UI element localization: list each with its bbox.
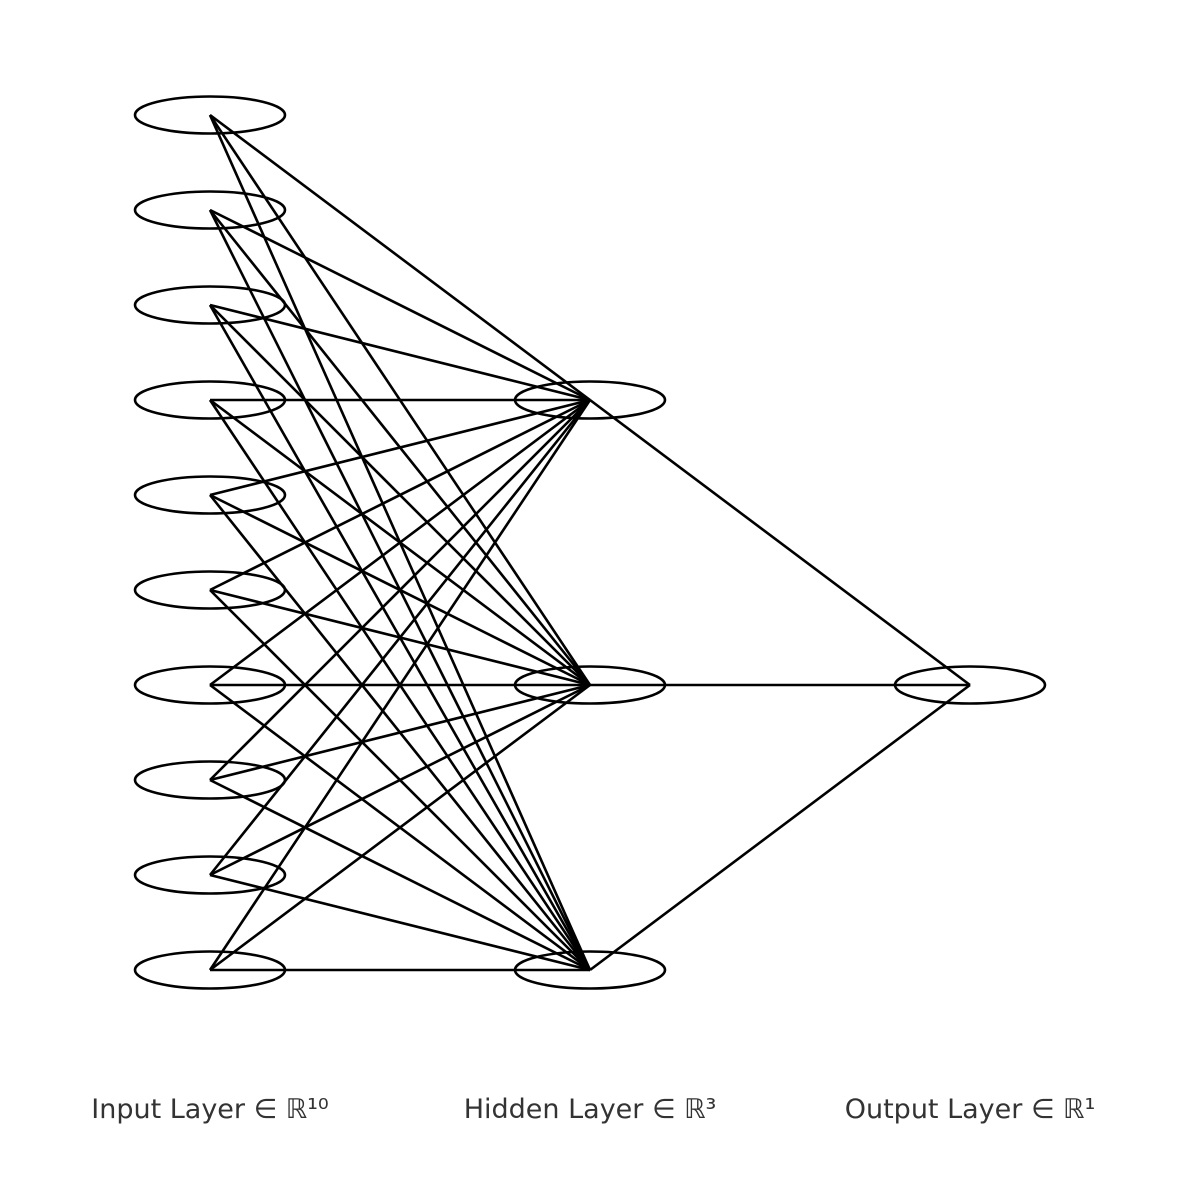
connection-input-8-to-hidden-0 bbox=[208, 399, 592, 876]
connection-lines bbox=[208, 113, 971, 972]
connection-hidden-0-to-output-0 bbox=[589, 398, 971, 687]
input-neuron-6 bbox=[133, 570, 287, 610]
hidden-neuron-2 bbox=[513, 665, 667, 705]
connection-input-4-to-hidden-0 bbox=[209, 398, 591, 497]
input-neuron-4 bbox=[133, 380, 287, 420]
input-neuron-5 bbox=[133, 475, 287, 515]
connection-input-8-to-hidden-2 bbox=[209, 873, 591, 972]
output-neuron-1 bbox=[893, 665, 1047, 705]
input-layer-label: Input Layer ∈ ℝ¹⁰ bbox=[91, 1094, 329, 1125]
hidden-neuron-1 bbox=[513, 380, 667, 420]
input-neuron-2 bbox=[133, 190, 287, 230]
input-neuron-8 bbox=[133, 760, 287, 800]
input-neuron-9 bbox=[133, 855, 287, 895]
connection-input-9-to-hidden-0 bbox=[208, 399, 592, 971]
connection-input-7-to-hidden-1 bbox=[209, 683, 591, 782]
input-neuron-10 bbox=[133, 950, 287, 990]
hidden-neuron-3 bbox=[513, 950, 667, 990]
connection-input-6-to-hidden-0 bbox=[209, 398, 591, 687]
connection-input-9-to-hidden-1 bbox=[209, 683, 591, 972]
connection-input-7-to-hidden-2 bbox=[209, 778, 591, 972]
output-layer-label: Output Layer ∈ ℝ¹ bbox=[844, 1094, 1096, 1125]
hidden-layer-label: Hidden Layer ∈ ℝ³ bbox=[463, 1094, 717, 1125]
input-neuron-7 bbox=[133, 665, 287, 705]
connection-input-1-to-hidden-0 bbox=[209, 208, 591, 402]
connection-input-0-to-hidden-0 bbox=[209, 113, 591, 402]
connection-input-7-to-hidden-0 bbox=[209, 399, 591, 781]
input-neuron-1 bbox=[133, 95, 287, 135]
neurons bbox=[133, 95, 1047, 990]
input-neuron-3 bbox=[133, 285, 287, 325]
connection-input-5-to-hidden-0 bbox=[209, 398, 591, 592]
connection-input-8-to-hidden-1 bbox=[209, 683, 591, 877]
connection-hidden-2-to-output-0 bbox=[589, 683, 971, 972]
connection-input-2-to-hidden-0 bbox=[209, 303, 591, 402]
